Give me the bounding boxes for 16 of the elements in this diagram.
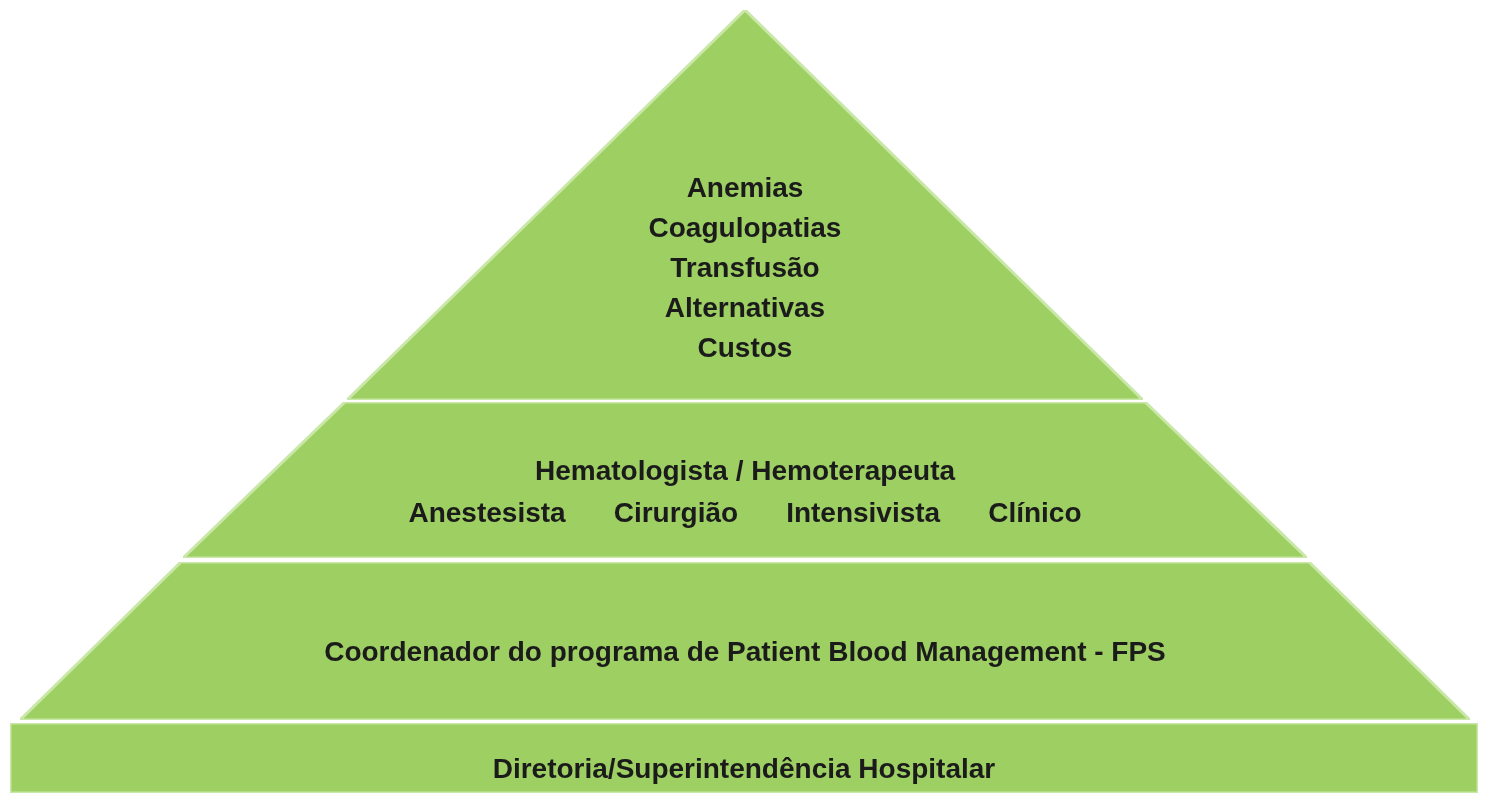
tier-text: Transfusão bbox=[670, 251, 820, 285]
tier-text: Intensivista bbox=[786, 496, 941, 530]
tier-text: Custos bbox=[697, 331, 793, 365]
tier-text: Cirurgião bbox=[613, 496, 739, 530]
pyramid-tier bbox=[10, 723, 1478, 793]
tier-text: Alternativas bbox=[664, 291, 826, 325]
pyramid-tier bbox=[20, 562, 1470, 720]
tier-text: Hematologista / Hemoterapeuta bbox=[534, 454, 956, 488]
tier-text: Coordenador do programa de Patient Blood Management - FPS bbox=[324, 635, 1166, 669]
tier-text: Clínico bbox=[988, 496, 1082, 530]
tier-text: Coagulopatias bbox=[648, 211, 842, 245]
tier-text: Anestesista bbox=[408, 496, 566, 530]
tier-text: Diretoria/Superintendência Hospitalar bbox=[492, 752, 996, 786]
pyramid-tier bbox=[183, 402, 1307, 558]
pyramid-apex bbox=[347, 10, 1143, 400]
tier-text: Anemias bbox=[686, 171, 804, 205]
